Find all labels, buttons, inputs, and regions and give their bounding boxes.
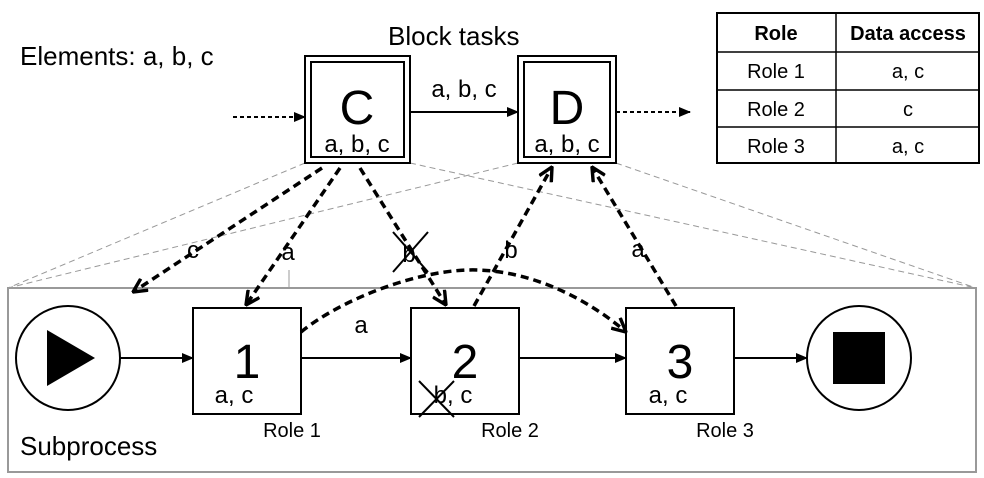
task-1[interactable]: 1 a, c Role 1 (192, 307, 321, 442)
data-flow-label-c-to-task2: b (402, 241, 415, 268)
task-3-elements: a, c (649, 382, 688, 409)
block-tasks-label: Block tasks (388, 21, 520, 51)
data-flows (133, 166, 678, 332)
data-flow-c-to-task1 (246, 167, 342, 305)
block-task-d-letter: D (550, 82, 585, 135)
data-flow-task2-to-d (472, 167, 552, 307)
data-flow-label-task3-to-d: a (631, 236, 645, 263)
c-to-d-label: a, b, c (431, 76, 496, 103)
table-row-1-access: a, c (892, 61, 924, 83)
block-task-c-elements: a, b, c (324, 131, 389, 158)
data-flow-label-task1-to-task3: a (354, 312, 368, 339)
task-3[interactable]: 3 a, c Role 3 (625, 307, 754, 442)
table-row-2-access: c (903, 99, 913, 121)
block-task-d[interactable]: D a, b, c (517, 55, 617, 164)
task-2[interactable]: 2 b, c Role 2 (410, 307, 539, 442)
data-flow-label-c-to-task1: a (281, 239, 295, 266)
data-flow-task1-to-task3 (299, 268, 626, 332)
task-1-role: Role 1 (263, 420, 321, 442)
data-access-table: Role Data access Role 1 a, c Role 2 c Ro… (716, 12, 980, 164)
table-row-1-role: Role 1 (747, 61, 805, 83)
data-flow-cross-mark (392, 231, 429, 273)
task-2-cross-mark (418, 380, 455, 418)
data-flow-c-to-start (133, 166, 323, 292)
table-header-role: Role (754, 23, 797, 45)
task-3-role: Role 3 (696, 420, 754, 442)
subprocess-label: Subprocess (20, 431, 157, 461)
subprocess-container (7, 287, 977, 473)
data-flow-task3-to-d (592, 167, 678, 307)
task-1-elements: a, c (215, 382, 254, 409)
table-header-data-access: Data access (850, 23, 966, 45)
play-icon (47, 330, 95, 386)
block-task-c-letter: C (340, 82, 375, 135)
block-task-d-elements: a, b, c (534, 131, 599, 158)
task-3-number: 3 (667, 336, 694, 389)
table-row-3-access: a, c (892, 136, 924, 158)
task-1-number: 1 (234, 336, 261, 389)
data-flow-label-c-to-start: c (187, 237, 199, 264)
stop-icon (833, 332, 885, 384)
data-flow-label-task2-to-d: b (504, 237, 517, 264)
zoom-lines (7, 162, 977, 289)
data-flow-c-to-task2 (358, 167, 446, 305)
table-row-2-role: Role 2 (747, 99, 805, 121)
table-row-3-role: Role 3 (747, 136, 805, 158)
block-task-c[interactable]: C a, b, c (304, 55, 411, 164)
elements-label: Elements: a, b, c (20, 41, 214, 71)
task-2-role: Role 2 (481, 420, 539, 442)
task-2-number: 2 (452, 336, 479, 389)
end-event[interactable] (806, 305, 912, 411)
start-event[interactable] (15, 305, 121, 411)
